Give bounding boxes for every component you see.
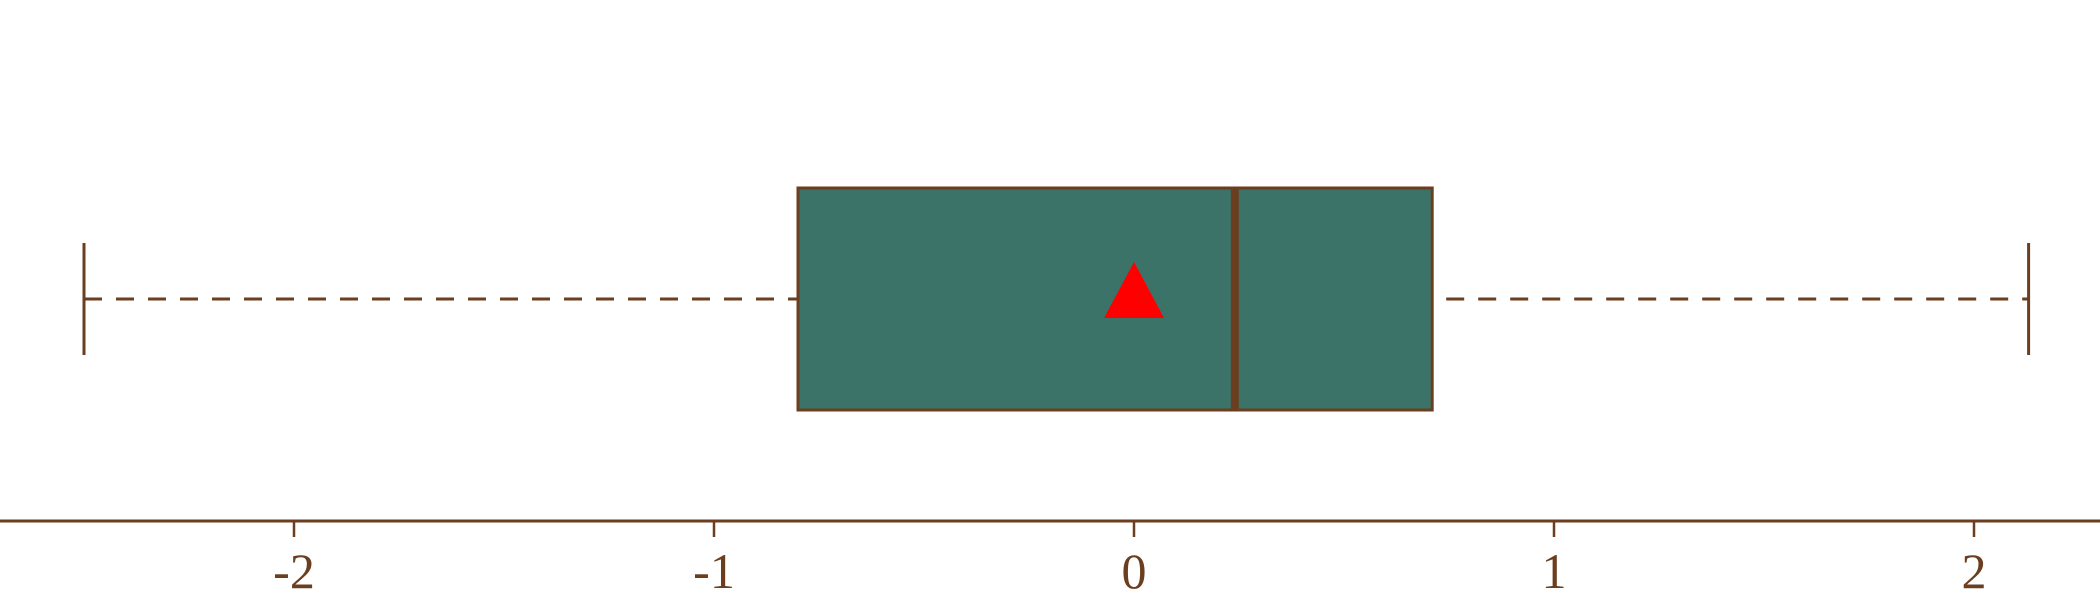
x-tick-label: -1 — [693, 543, 735, 599]
x-tick-label: 2 — [1962, 543, 1987, 599]
x-axis: -2 -1 0 1 2 — [0, 519, 2100, 599]
mean-marker — [1104, 262, 1164, 318]
plot-area — [82, 186, 2031, 412]
x-tick-label: 1 — [1542, 543, 1567, 599]
x-tick-label: 0 — [1122, 543, 1147, 599]
x-tick-label: -2 — [273, 543, 315, 599]
